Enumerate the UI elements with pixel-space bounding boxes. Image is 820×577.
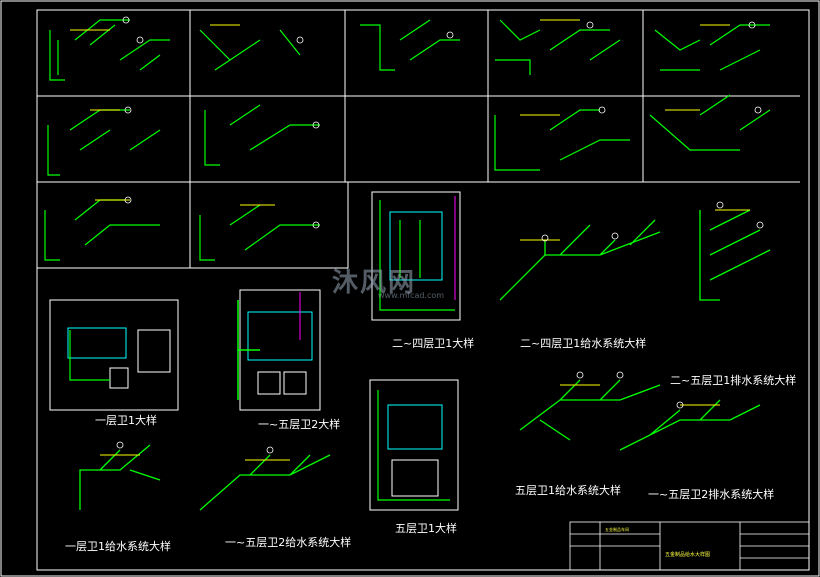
accent-lines — [70, 19, 730, 206]
plan-d6 — [369, 379, 459, 511]
title-d1: 一层卫1大样 — [95, 414, 157, 427]
title-block-sheet-title: 五金制品给水大样图 — [665, 552, 711, 558]
title-block-project: 五金制品车间 — [605, 527, 629, 532]
system-isometrics — [79, 209, 771, 511]
watermark: 沐风网 — [332, 268, 417, 298]
title-d6: 五层卫1大样 — [395, 522, 457, 535]
dimension-tags — [122, 16, 762, 229]
title-d5: 二~五层卫1排水系统大样 — [670, 374, 797, 387]
plan-d1 — [49, 299, 179, 411]
title-block-frame — [569, 521, 810, 571]
plan-d3 — [371, 191, 461, 321]
system-accents — [100, 209, 750, 461]
inner-border — [36, 9, 810, 571]
title-d7: 五层卫1给水系统大样 — [515, 484, 621, 497]
pipe-sketches — [44, 19, 771, 261]
title-d3: 二~四层卫1大样 — [392, 337, 475, 350]
title-d8: 一~五层卫2排水系统大样 — [648, 488, 775, 501]
title-d2: 一~五层卫2大样 — [258, 418, 341, 431]
detail-grid — [37, 10, 800, 269]
system-tags — [116, 201, 764, 454]
title-d10: 一~五层卫2给水系统大样 — [225, 536, 352, 549]
title-d4: 二~四层卫1给水系统大样 — [520, 337, 647, 350]
title-d9: 一层卫1给水系统大样 — [65, 540, 171, 553]
watermark-url: www.mfcad.com — [378, 291, 445, 300]
plan-d2 — [237, 289, 321, 411]
